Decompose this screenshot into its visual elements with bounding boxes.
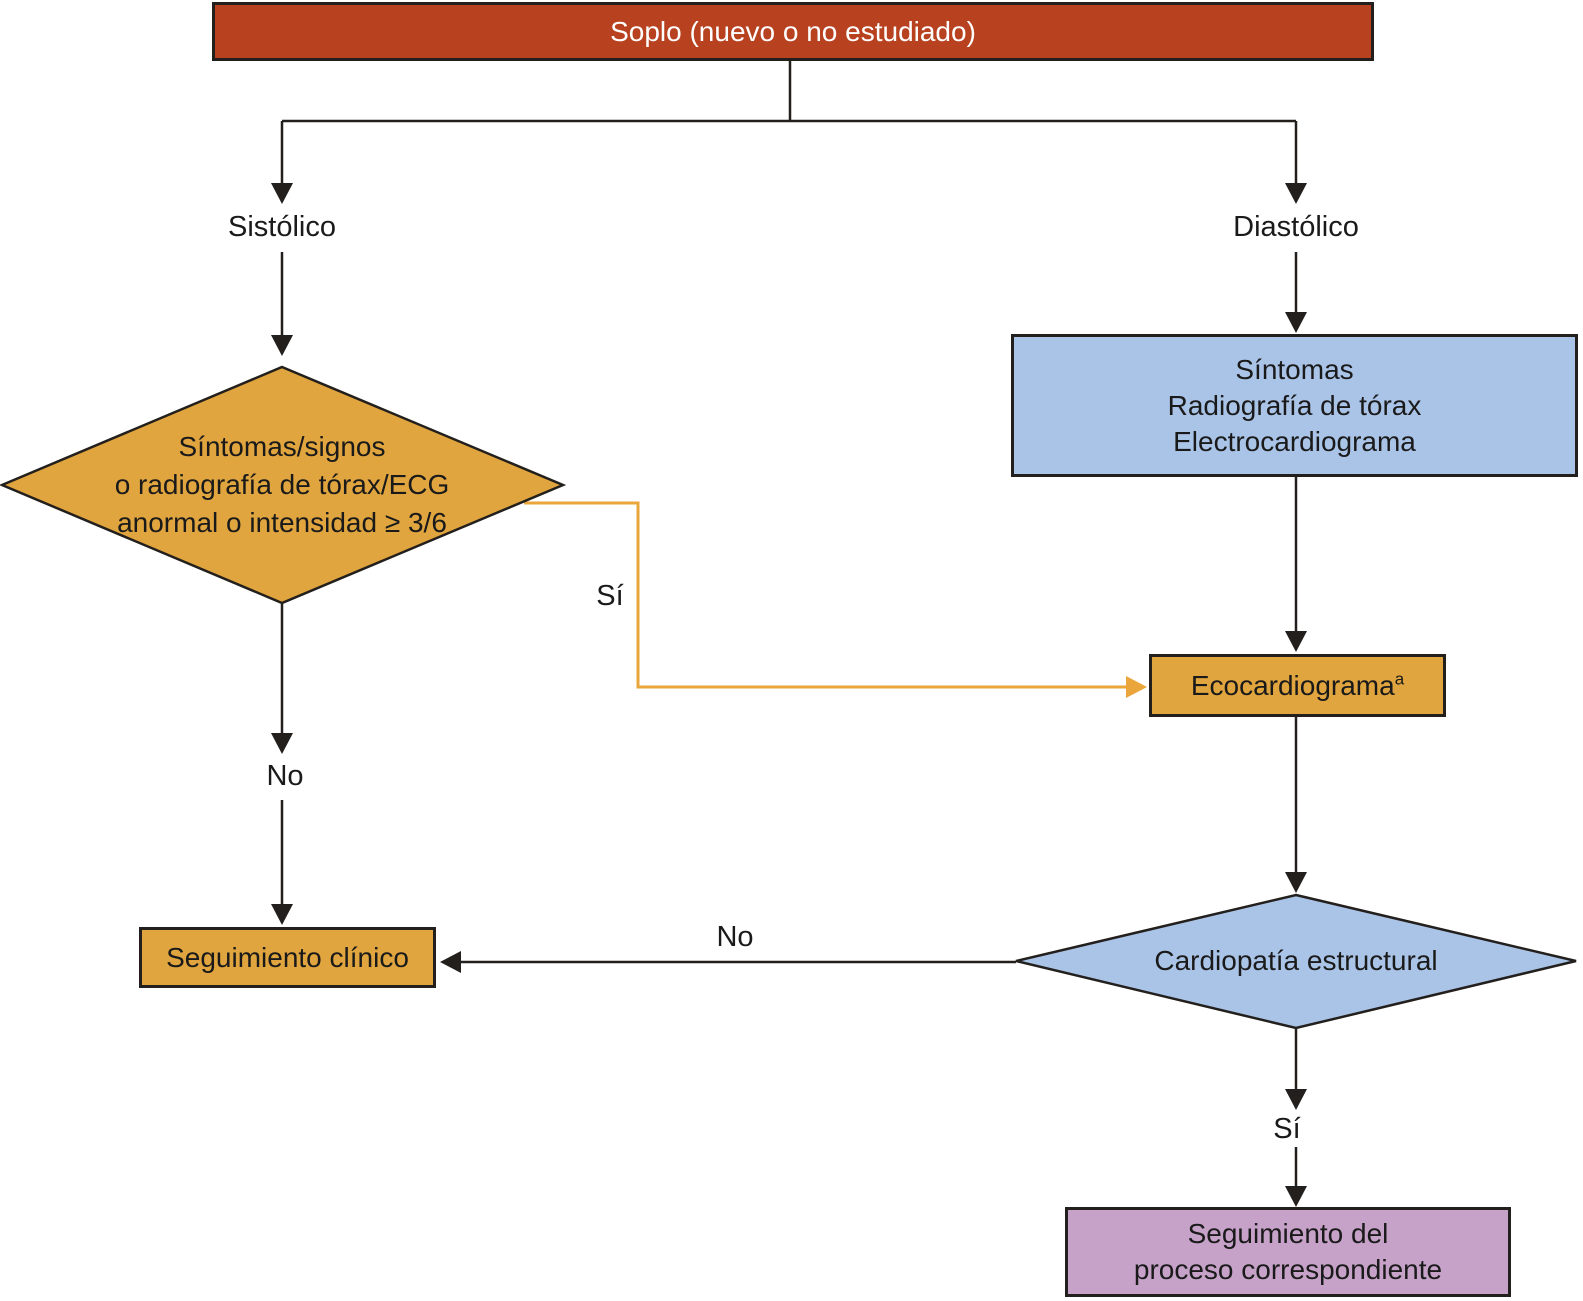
node-estudios-diastolico: Síntomas Radiografía de tórax Electrocar… [1011, 334, 1578, 477]
edge-label-si-sistolico: Sí [592, 580, 628, 612]
branch-label-diastolico: Diastólico [1229, 211, 1363, 243]
arrowhead-orange [1126, 676, 1147, 698]
decision-cardiopatia-diamond [1015, 893, 1577, 1030]
node-seguimiento-clinico: Seguimiento clínico [139, 927, 436, 988]
decision-systolic-diamond [0, 365, 567, 605]
arrowhead [271, 183, 293, 204]
node-seguimiento-proceso: Seguimiento del proceso correspondiente [1065, 1207, 1511, 1297]
branch-label-sistolico: Sistólico [224, 211, 340, 243]
node-ecocardiograma: Ecocardiogramaa [1149, 654, 1446, 717]
edge-label-si-cardiopatia: Sí [1269, 1113, 1305, 1145]
arrowhead [1285, 631, 1307, 652]
arrowhead [1285, 183, 1307, 204]
edge-si-orange [524, 501, 1127, 689]
arrowhead [1285, 1186, 1307, 1207]
arrowhead [440, 951, 461, 973]
start-node-soplo: Soplo (nuevo o no estudiado) [212, 2, 1374, 61]
start-node-label: Soplo (nuevo o no estudiado) [610, 15, 976, 47]
edge-label-no-sistolico: No [262, 760, 308, 792]
arrowhead [1285, 312, 1307, 333]
arrowhead [271, 904, 293, 925]
edge-label-no-cardiopatia: No [712, 921, 758, 953]
footnote-marker: a [1394, 669, 1405, 689]
arrowhead [271, 733, 293, 754]
arrowhead [271, 335, 293, 356]
arrowhead [1285, 872, 1307, 893]
arrowhead [1285, 1089, 1307, 1110]
